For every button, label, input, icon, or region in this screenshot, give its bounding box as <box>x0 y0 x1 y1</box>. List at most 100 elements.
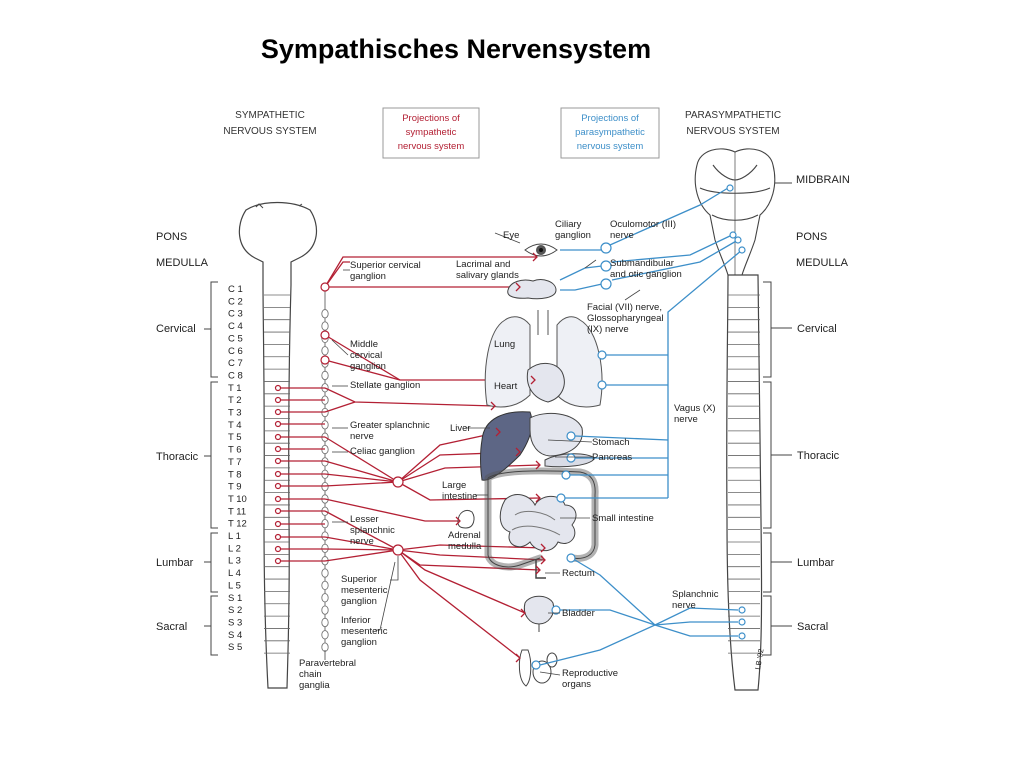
header-sympathetic-line2: NERVOUS SYSTEM <box>223 126 316 137</box>
sympathetic-chain <box>321 285 329 652</box>
lesser-splanchnic-label-2: splanchnic <box>350 525 395 536</box>
chain-ganglion <box>321 531 329 541</box>
segment-label: L 3 <box>228 556 241 567</box>
segment-label: T 11 <box>228 506 246 517</box>
sup-mesenteric-label-1: Superior <box>341 574 377 585</box>
vagus-label-1: Vagus (X) <box>674 403 716 414</box>
right-midbrain-label: MIDBRAIN <box>796 174 850 186</box>
chain-ganglion <box>321 630 329 640</box>
right-thoracic-label: Thoracic <box>797 450 840 462</box>
heart-shape <box>526 363 565 403</box>
sup-cervical-label-1: Superior cervical <box>350 260 421 271</box>
mid-cervical-label-1: Middle <box>350 339 378 350</box>
segment-label: C 6 <box>228 346 243 357</box>
oculomotor-label-2: nerve <box>610 230 634 241</box>
lesser-splanchnic-label-3: nerve <box>350 536 374 547</box>
left-spinal-cord <box>238 201 318 689</box>
lacrimal-label-1: Lacrimal and <box>456 259 510 270</box>
segment-label: T 2 <box>228 395 242 406</box>
inf-mesenteric-label-1: Inferior <box>341 615 371 626</box>
bladder-shape <box>523 595 555 625</box>
sup-mesenteric-label-2: mesenteric <box>341 585 388 596</box>
ciliary-label-1: Ciliary <box>555 219 582 230</box>
reproductive-label-1: Reproductive <box>562 668 618 679</box>
slide-title: Sympathisches Nervensystem <box>260 34 652 64</box>
lacrimal-label-2: salivary glands <box>456 270 519 281</box>
right-pons-label: PONS <box>796 231 827 243</box>
chain-ganglion <box>321 321 329 331</box>
lung-right-shape <box>556 316 603 408</box>
header-parasympathetic-line1: PARASYMPATHETIC <box>685 110 781 121</box>
splanchnic-label-2: nerve <box>672 600 696 611</box>
large-intestine-label-2: intestine <box>442 491 477 502</box>
segment-label: S 2 <box>228 605 242 616</box>
chain-ganglion <box>321 580 329 591</box>
chain-ganglion <box>321 617 329 628</box>
parasympathetic-projections-box <box>560 107 660 159</box>
reproductive-label-2: organs <box>562 679 591 690</box>
segment-label: T 3 <box>228 408 242 419</box>
right-sacral-label: Sacral <box>797 621 828 633</box>
pancreas-label: Pancreas <box>592 452 632 463</box>
liver-shape <box>480 411 533 481</box>
proj-para-line3: nervous system <box>577 141 644 152</box>
sympathetic-ganglion-dots <box>274 282 404 565</box>
segment-label: T 12 <box>228 519 247 530</box>
large-intestine-label-1: Large <box>442 480 466 491</box>
bladder-label: Bladder <box>562 608 595 619</box>
left-sacral-label: Sacral <box>156 621 187 633</box>
adrenal-label-1: Adrenal <box>448 530 481 541</box>
left-medulla-label: MEDULLA <box>156 257 209 269</box>
adrenal-shape <box>457 509 475 529</box>
ciliary-label-2: ganglion <box>555 230 591 241</box>
adrenal-label-2: medulla <box>448 541 482 552</box>
sympathetic-endings <box>455 252 546 663</box>
paravertebral-label-2: chain <box>299 669 322 680</box>
segment-label: C 5 <box>228 333 243 344</box>
segment-label: T 9 <box>228 482 242 493</box>
artist-signature: LB '92 <box>753 648 766 670</box>
segment-label: C 7 <box>228 358 243 369</box>
facial-label-3: (IX) nerve <box>587 324 629 335</box>
header-sympathetic-line1: SYMPATHETIC <box>235 110 305 121</box>
header-parasympathetic-line2: NERVOUS SYSTEM <box>686 126 779 137</box>
small-intestine-label: Small intestine <box>592 513 654 524</box>
chain-ganglion <box>321 370 329 381</box>
left-pons-label: PONS <box>156 231 187 243</box>
segment-label: C 4 <box>228 321 243 332</box>
segment-label: C 8 <box>228 370 243 381</box>
leader-lines <box>324 232 641 676</box>
chain-ganglion <box>321 568 329 578</box>
rectum-shape <box>535 560 546 579</box>
chain-ganglion <box>321 309 329 319</box>
proj-para-line1: Projections of <box>581 113 639 124</box>
left-thoracic-label: Thoracic <box>156 451 199 463</box>
parasympathetic-fibers <box>539 187 743 666</box>
facial-label-2: Glossopharyngeal <box>587 313 664 324</box>
greater-splanchnic-label-1: Greater splanchnic <box>350 420 430 431</box>
rectum-label: Rectum <box>562 568 595 579</box>
segment-label: T 8 <box>228 469 242 480</box>
stomach-shape <box>529 412 583 457</box>
segment-label: S 4 <box>228 630 242 641</box>
right-region-brackets <box>763 182 792 656</box>
segment-label: T 5 <box>228 432 242 443</box>
right-cervical-label: Cervical <box>797 323 837 335</box>
inf-mesenteric-label-3: ganglion <box>341 637 377 648</box>
segment-label: L 4 <box>228 568 241 579</box>
proj-symp-line3: nervous system <box>398 141 465 152</box>
celiac-label: Celiac ganglion <box>350 446 415 457</box>
stomach-label: Stomach <box>592 437 630 448</box>
sympathetic-fibers <box>278 256 546 659</box>
inf-mesenteric-label-2: mesenteric <box>341 626 388 637</box>
chain-ganglion <box>321 346 329 356</box>
trachea-shape <box>537 310 549 335</box>
segment-label: S 1 <box>228 593 242 604</box>
eye-label: Eye <box>503 230 519 241</box>
chain-ganglion <box>321 605 329 615</box>
segment-label: T 1 <box>228 383 242 394</box>
segment-label: C 2 <box>228 296 243 307</box>
salivary-gland-shape <box>507 279 557 300</box>
submandibular-label-2: and otic ganglion <box>610 269 682 280</box>
